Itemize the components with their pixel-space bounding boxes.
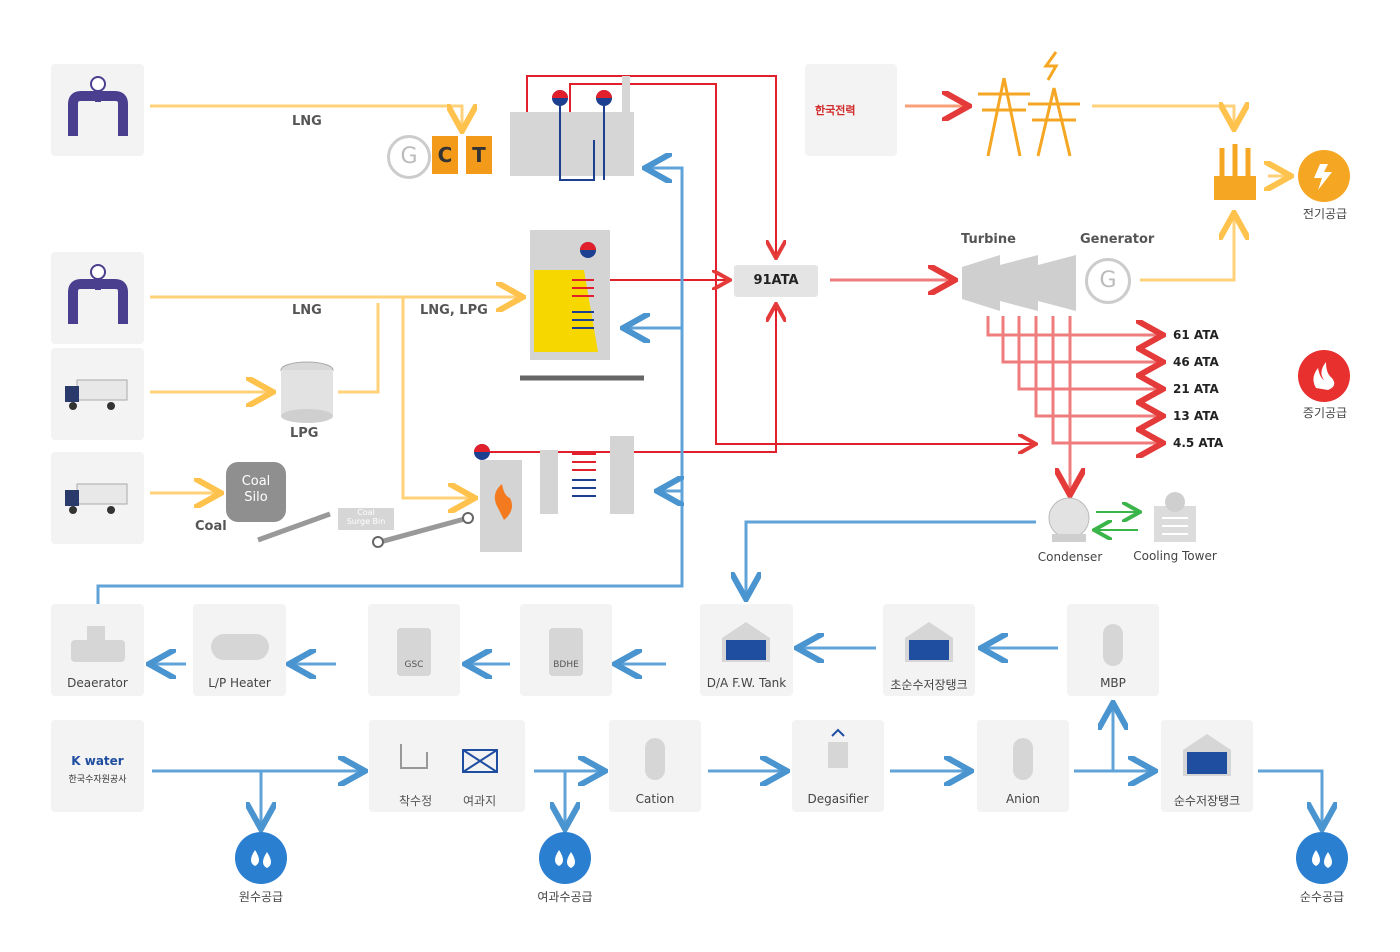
intake-filter-node: 착수정 여과지 xyxy=(369,720,525,812)
bdhe-label: BDHE xyxy=(549,628,583,676)
condenser-icon xyxy=(1048,497,1090,542)
degasifier-icon xyxy=(828,728,848,768)
deaerator-icon xyxy=(71,626,125,662)
mbp-node: MBP xyxy=(1067,604,1159,696)
gsc-node: GSC xyxy=(368,604,460,696)
lng-label-top: LNG xyxy=(292,114,322,129)
anion-vessel-icon xyxy=(1013,738,1033,780)
steam-supply-icon xyxy=(1298,350,1350,402)
filtered-water-label: 여과수공급 xyxy=(537,890,593,904)
cooling-tower-label: Cooling Tower xyxy=(1133,549,1217,563)
tank-icon xyxy=(905,622,953,662)
kwater-logo: K water xyxy=(71,754,124,768)
heater-icon xyxy=(211,634,269,660)
lng-label-mid: LNG xyxy=(292,303,322,318)
lp-heater-node: L/P Heater xyxy=(193,604,286,696)
ata-61: 61 ATA xyxy=(1173,328,1219,342)
intake-label: 착수정 xyxy=(399,794,433,808)
ultra-pure-tank-node: 초순수저장탱크 xyxy=(883,604,975,696)
pure-water-label: 순수공급 xyxy=(1299,890,1345,904)
coal-boiler xyxy=(474,436,634,552)
gsc-label: GSC xyxy=(397,628,431,676)
kwater-node: K water 한국수자원공사 xyxy=(51,720,144,812)
coal-silo-label: Coal Silo xyxy=(241,474,271,505)
ata-13: 13 ATA xyxy=(1173,409,1219,423)
transformer-icon xyxy=(1214,144,1256,200)
intake-filter-icon xyxy=(400,744,498,773)
lpg-truck-source xyxy=(51,348,144,440)
ata-21: 21 ATA xyxy=(1173,382,1219,396)
turbine-label: Turbine xyxy=(961,232,1016,247)
kwater-name: 한국수자원공사 xyxy=(68,775,127,785)
pure-tank-node: 순수저장탱크 xyxy=(1161,720,1253,812)
coal-conveyor xyxy=(257,511,474,548)
coal-label: Coal xyxy=(195,519,227,534)
mbp-vessel-icon xyxy=(1103,624,1123,666)
condenser-return xyxy=(746,520,1036,596)
lpg-tank-icon xyxy=(280,361,334,423)
lng-lpg-boiler xyxy=(520,230,644,381)
hrsg-boiler xyxy=(510,76,634,181)
power-to-transformer xyxy=(1092,106,1234,126)
deaerator-node: Deaerator xyxy=(51,604,144,696)
da-tank-node: D/A F.W. Tank xyxy=(700,604,793,696)
raw-water-label: 원수공급 xyxy=(238,890,284,904)
feedwater-main xyxy=(96,168,684,604)
lng-line-top xyxy=(150,106,462,128)
filtered-water-icon xyxy=(539,832,591,884)
degasifier-node: Degasifier xyxy=(792,720,884,812)
lng-lpg-label: LNG, LPG xyxy=(420,303,488,318)
lpg-label: LPG xyxy=(290,426,319,441)
cation-vessel-icon xyxy=(645,738,665,780)
coal-silo: Coal Silo xyxy=(226,462,286,522)
electric-supply-icon xyxy=(1298,150,1350,202)
compressor: C xyxy=(432,136,458,174)
tank-icon xyxy=(1183,734,1231,776)
tank-icon xyxy=(722,622,770,662)
header-91ata: 91ATA xyxy=(734,265,818,297)
raw-water-icon xyxy=(235,832,287,884)
condenser-label: Condenser xyxy=(1037,550,1103,564)
generator-to-transformer xyxy=(1140,216,1234,282)
gas-generator: G xyxy=(387,135,431,179)
steam-supply-label: 증기공급 xyxy=(1302,406,1348,420)
filter-label: 여과지 xyxy=(463,794,497,808)
gas-pipe-icon xyxy=(68,264,128,324)
lpg-tank-line xyxy=(338,303,380,394)
transmission-tower-icon xyxy=(978,51,1080,157)
truck-icon xyxy=(65,379,128,410)
kepco-logo: 한국전력 xyxy=(815,104,856,117)
generator-label: Generator xyxy=(1080,232,1155,247)
gas-turbine: T xyxy=(466,136,492,174)
ata-46: 46 ATA xyxy=(1173,355,1219,369)
bdhe-node: BDHE xyxy=(520,604,612,696)
coal-feed-line xyxy=(401,297,472,498)
gas-pipe-icon xyxy=(68,76,128,136)
ata-4-5: 4.5 ATA xyxy=(1173,436,1224,450)
truck-icon xyxy=(65,483,128,514)
cooling-tower-icon xyxy=(1154,492,1196,542)
lng-source-top xyxy=(51,64,144,156)
anion-node: Anion xyxy=(977,720,1069,812)
cation-node: Cation xyxy=(609,720,701,812)
generator-circle: G xyxy=(1085,258,1131,304)
steam-turbine-icon xyxy=(962,255,1076,311)
pure-water-icon xyxy=(1296,832,1348,884)
lng-source-mid xyxy=(51,252,144,344)
kepco-node: 한국전력 xyxy=(805,64,897,156)
coal-truck-source xyxy=(51,452,144,544)
electric-supply-label: 전기공급 xyxy=(1302,207,1348,221)
coal-surge-bin: Coal Surge Bin xyxy=(338,508,394,530)
